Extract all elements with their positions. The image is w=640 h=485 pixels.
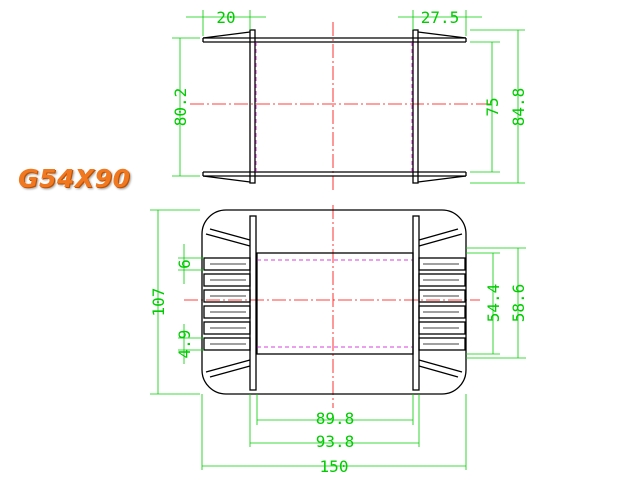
pin <box>203 289 251 303</box>
dim-top-left-height: 80.2 <box>171 88 190 127</box>
left-pins <box>203 257 251 351</box>
dim-bottom-pin-width: 4.9 <box>175 330 194 359</box>
bottom-view <box>184 205 480 408</box>
pin <box>418 289 466 303</box>
top-left-pillar <box>249 29 256 184</box>
pin <box>203 273 251 287</box>
pin <box>203 321 251 335</box>
right-pins <box>418 257 466 351</box>
dim-bottom-mid-width: 93.8 <box>316 432 355 451</box>
dim-bottom-outer-height: 58.6 <box>509 284 528 323</box>
pin <box>418 321 466 335</box>
dim-bottom-inner-width: 89.8 <box>316 409 355 428</box>
dim-bottom-pin-pitch: 6 <box>175 259 194 269</box>
pin <box>418 337 466 351</box>
dim-top-right-flange: 27.5 <box>421 8 460 27</box>
top-right-pillar <box>412 29 419 184</box>
dim-bottom-total-width: 150 <box>320 457 349 476</box>
dim-top-left-flange: 20 <box>216 8 235 27</box>
dim-bottom-inner-height: 54.4 <box>484 284 503 323</box>
bottom-right-pillar <box>412 215 420 391</box>
pin <box>418 273 466 287</box>
pin <box>203 337 251 351</box>
top-view <box>190 22 490 192</box>
part-label: G54X90 <box>18 164 131 193</box>
bottom-dimensions <box>150 209 526 470</box>
pin <box>203 305 251 319</box>
pin <box>418 257 466 271</box>
dim-top-right-outer: 84.8 <box>509 88 528 127</box>
pin <box>418 305 466 319</box>
bottom-left-pillar <box>249 215 257 391</box>
top-dimensions <box>172 10 525 184</box>
pin <box>203 257 251 271</box>
bottom-window <box>256 252 414 355</box>
dim-bottom-total-height: 107 <box>149 288 168 317</box>
dim-top-right-inner: 75 <box>483 97 502 116</box>
bottom-outer-outline <box>201 209 467 395</box>
